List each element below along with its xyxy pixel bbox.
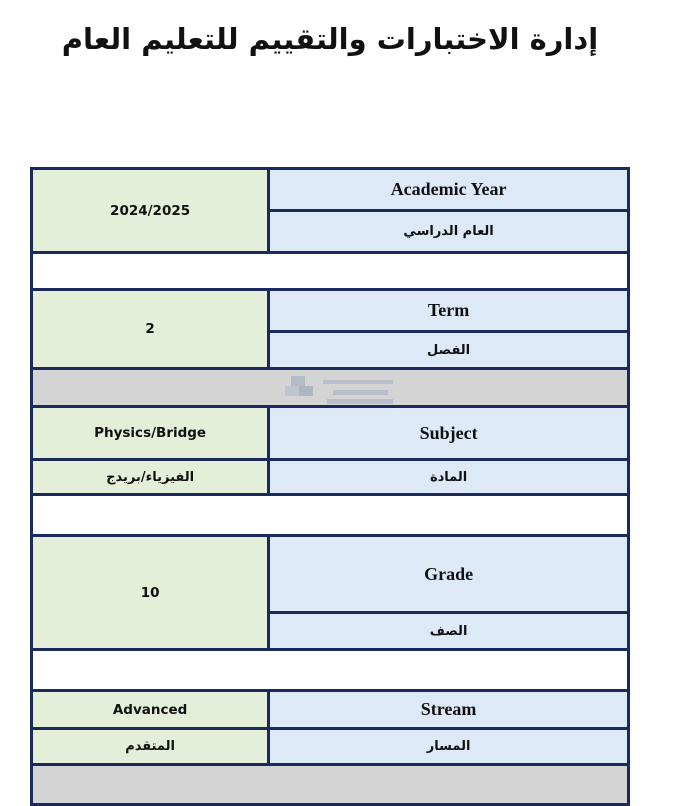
- stream-label-ar: المسار: [267, 727, 630, 766]
- subject-row: Physics/Bridge Subject: [29, 405, 630, 461]
- term-row: 2 Term: [29, 288, 630, 370]
- subject-label-ar: المادة: [267, 458, 630, 496]
- term-label-en: Term: [267, 288, 630, 333]
- spacer-row: [30, 648, 630, 692]
- academic-year-value: 2024/2025: [29, 167, 271, 254]
- stream-label-en: Stream: [267, 689, 630, 730]
- spacer-row-gray: [30, 763, 630, 806]
- stream-value-ar: المتقدم: [29, 727, 271, 766]
- spacer-row-gray: [30, 367, 630, 408]
- academic-year-label-en: Academic Year: [267, 167, 630, 212]
- stream-value-en: Advanced: [29, 689, 271, 730]
- subject-label-en: Subject: [267, 405, 630, 461]
- grade-label-ar: الصف: [267, 611, 630, 651]
- term-label-ar: الفصل: [267, 330, 630, 370]
- page-title: إدارة الاختبارات والتقييم للتعليم العام: [61, 22, 599, 56]
- spacer-row: [30, 493, 630, 537]
- grade-label-en: Grade: [267, 534, 630, 614]
- exam-info-table: 2024/2025 Academic Year العام الدراسي 2 …: [29, 167, 630, 806]
- spacer-row: [30, 251, 630, 291]
- subject-value-en: Physics/Bridge: [29, 405, 271, 461]
- grade-value: 10: [29, 534, 271, 651]
- watermark-logo-icon: [285, 376, 393, 404]
- stream-row: Advanced Stream: [29, 689, 630, 730]
- subject-value-ar: الفيزياء/بريدج: [29, 458, 271, 496]
- academic-year-label-ar: العام الدراسي: [267, 209, 630, 254]
- grade-row: 10 Grade: [29, 534, 630, 651]
- term-value: 2: [29, 288, 271, 370]
- academic-year-row: 2024/2025 Academic Year: [29, 167, 630, 254]
